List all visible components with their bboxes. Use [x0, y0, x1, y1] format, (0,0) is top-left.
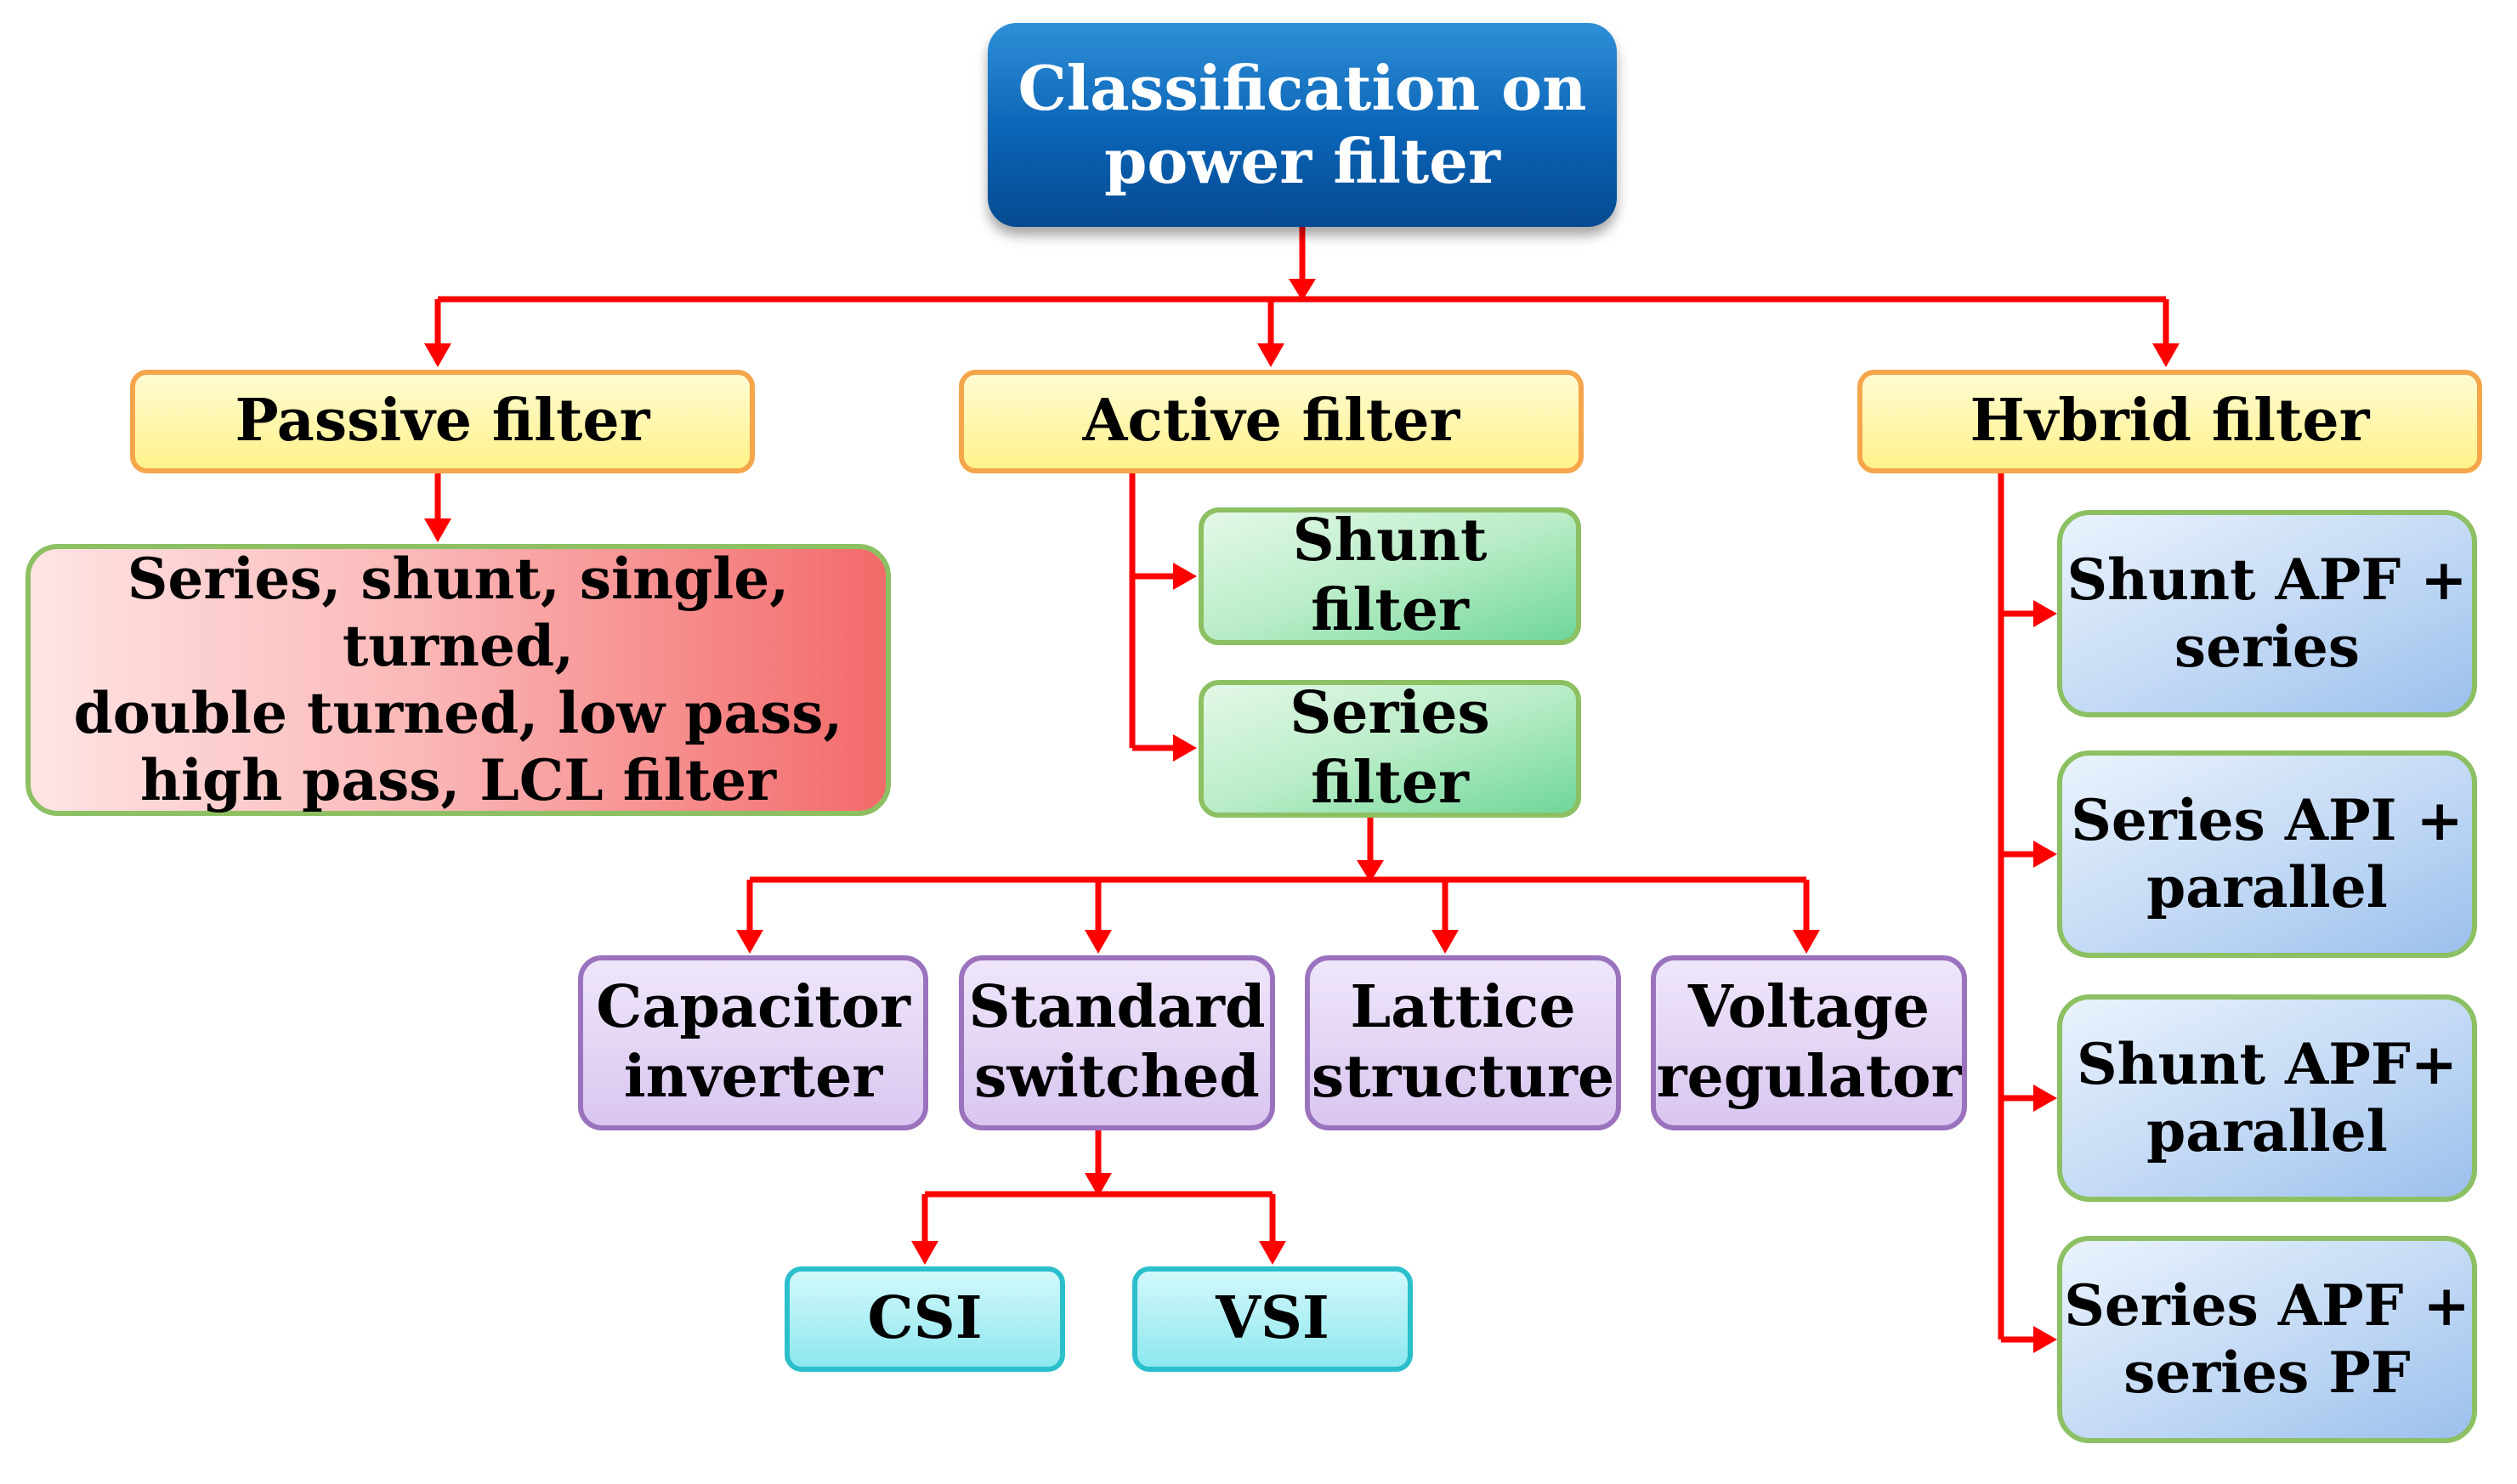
arrow-to-series-filter	[1173, 734, 1197, 762]
arrow-to-hybrid-4	[2033, 1326, 2057, 1353]
series-type-voltage-regulator: Voltage regulator	[1651, 955, 1967, 1130]
series-type-standard-switched: Standard switched	[959, 955, 1275, 1130]
series-type-lattice-structure: Lattice structure	[1305, 955, 1621, 1130]
arrow-root-down	[1289, 279, 1316, 301]
arrow-to-voltage	[1793, 930, 1820, 954]
category-passive-filter: Passive filter	[130, 370, 755, 473]
category-hybrid-filter: Hvbrid filter	[1857, 370, 2482, 473]
arrow-series-down	[1357, 860, 1384, 882]
arrow-to-hybrid-1	[2033, 600, 2057, 627]
active-shunt-filter: Shunt filter	[1199, 507, 1581, 645]
arrow-to-shunt-filter	[1173, 563, 1197, 590]
arrow-to-standard	[1085, 930, 1112, 954]
arrow-to-active	[1257, 343, 1284, 367]
arrow-to-passive	[424, 343, 451, 367]
inverter-csi: CSI	[785, 1266, 1065, 1372]
passive-filter-types: Series, shunt, single, turned, double tu…	[26, 544, 891, 816]
arrow-to-csi	[911, 1241, 938, 1265]
arrow-standard-down	[1085, 1173, 1112, 1197]
arrow-to-lattice	[1431, 930, 1459, 954]
category-active-filter: Active filter	[959, 370, 1584, 473]
hybrid-type-shunt-apf-parallel: Shunt APF+ parallel	[2057, 994, 2477, 1202]
arrow-to-vsi	[1259, 1241, 1286, 1265]
arrow-to-hybrid-3	[2033, 1085, 2057, 1112]
inverter-vsi: VSI	[1132, 1266, 1413, 1372]
arrow-to-hybrid-2	[2033, 841, 2057, 868]
active-series-filter: Series filter	[1199, 679, 1581, 818]
hybrid-type-series-api-parallel: Series API + parallel	[2057, 750, 2477, 958]
arrow-to-hybrid	[2152, 343, 2180, 367]
root-node-classification: Classification on power filter	[988, 23, 1617, 227]
hybrid-type-series-apf-series-pf: Series APF + series PF	[2057, 1236, 2477, 1443]
arrow-passive-down	[424, 518, 451, 542]
arrow-to-capacitor	[736, 930, 763, 954]
series-type-capacitor-inverter: Capacitor inverter	[578, 955, 928, 1130]
hybrid-type-shunt-apf-series: Shunt APF + series	[2057, 510, 2477, 717]
